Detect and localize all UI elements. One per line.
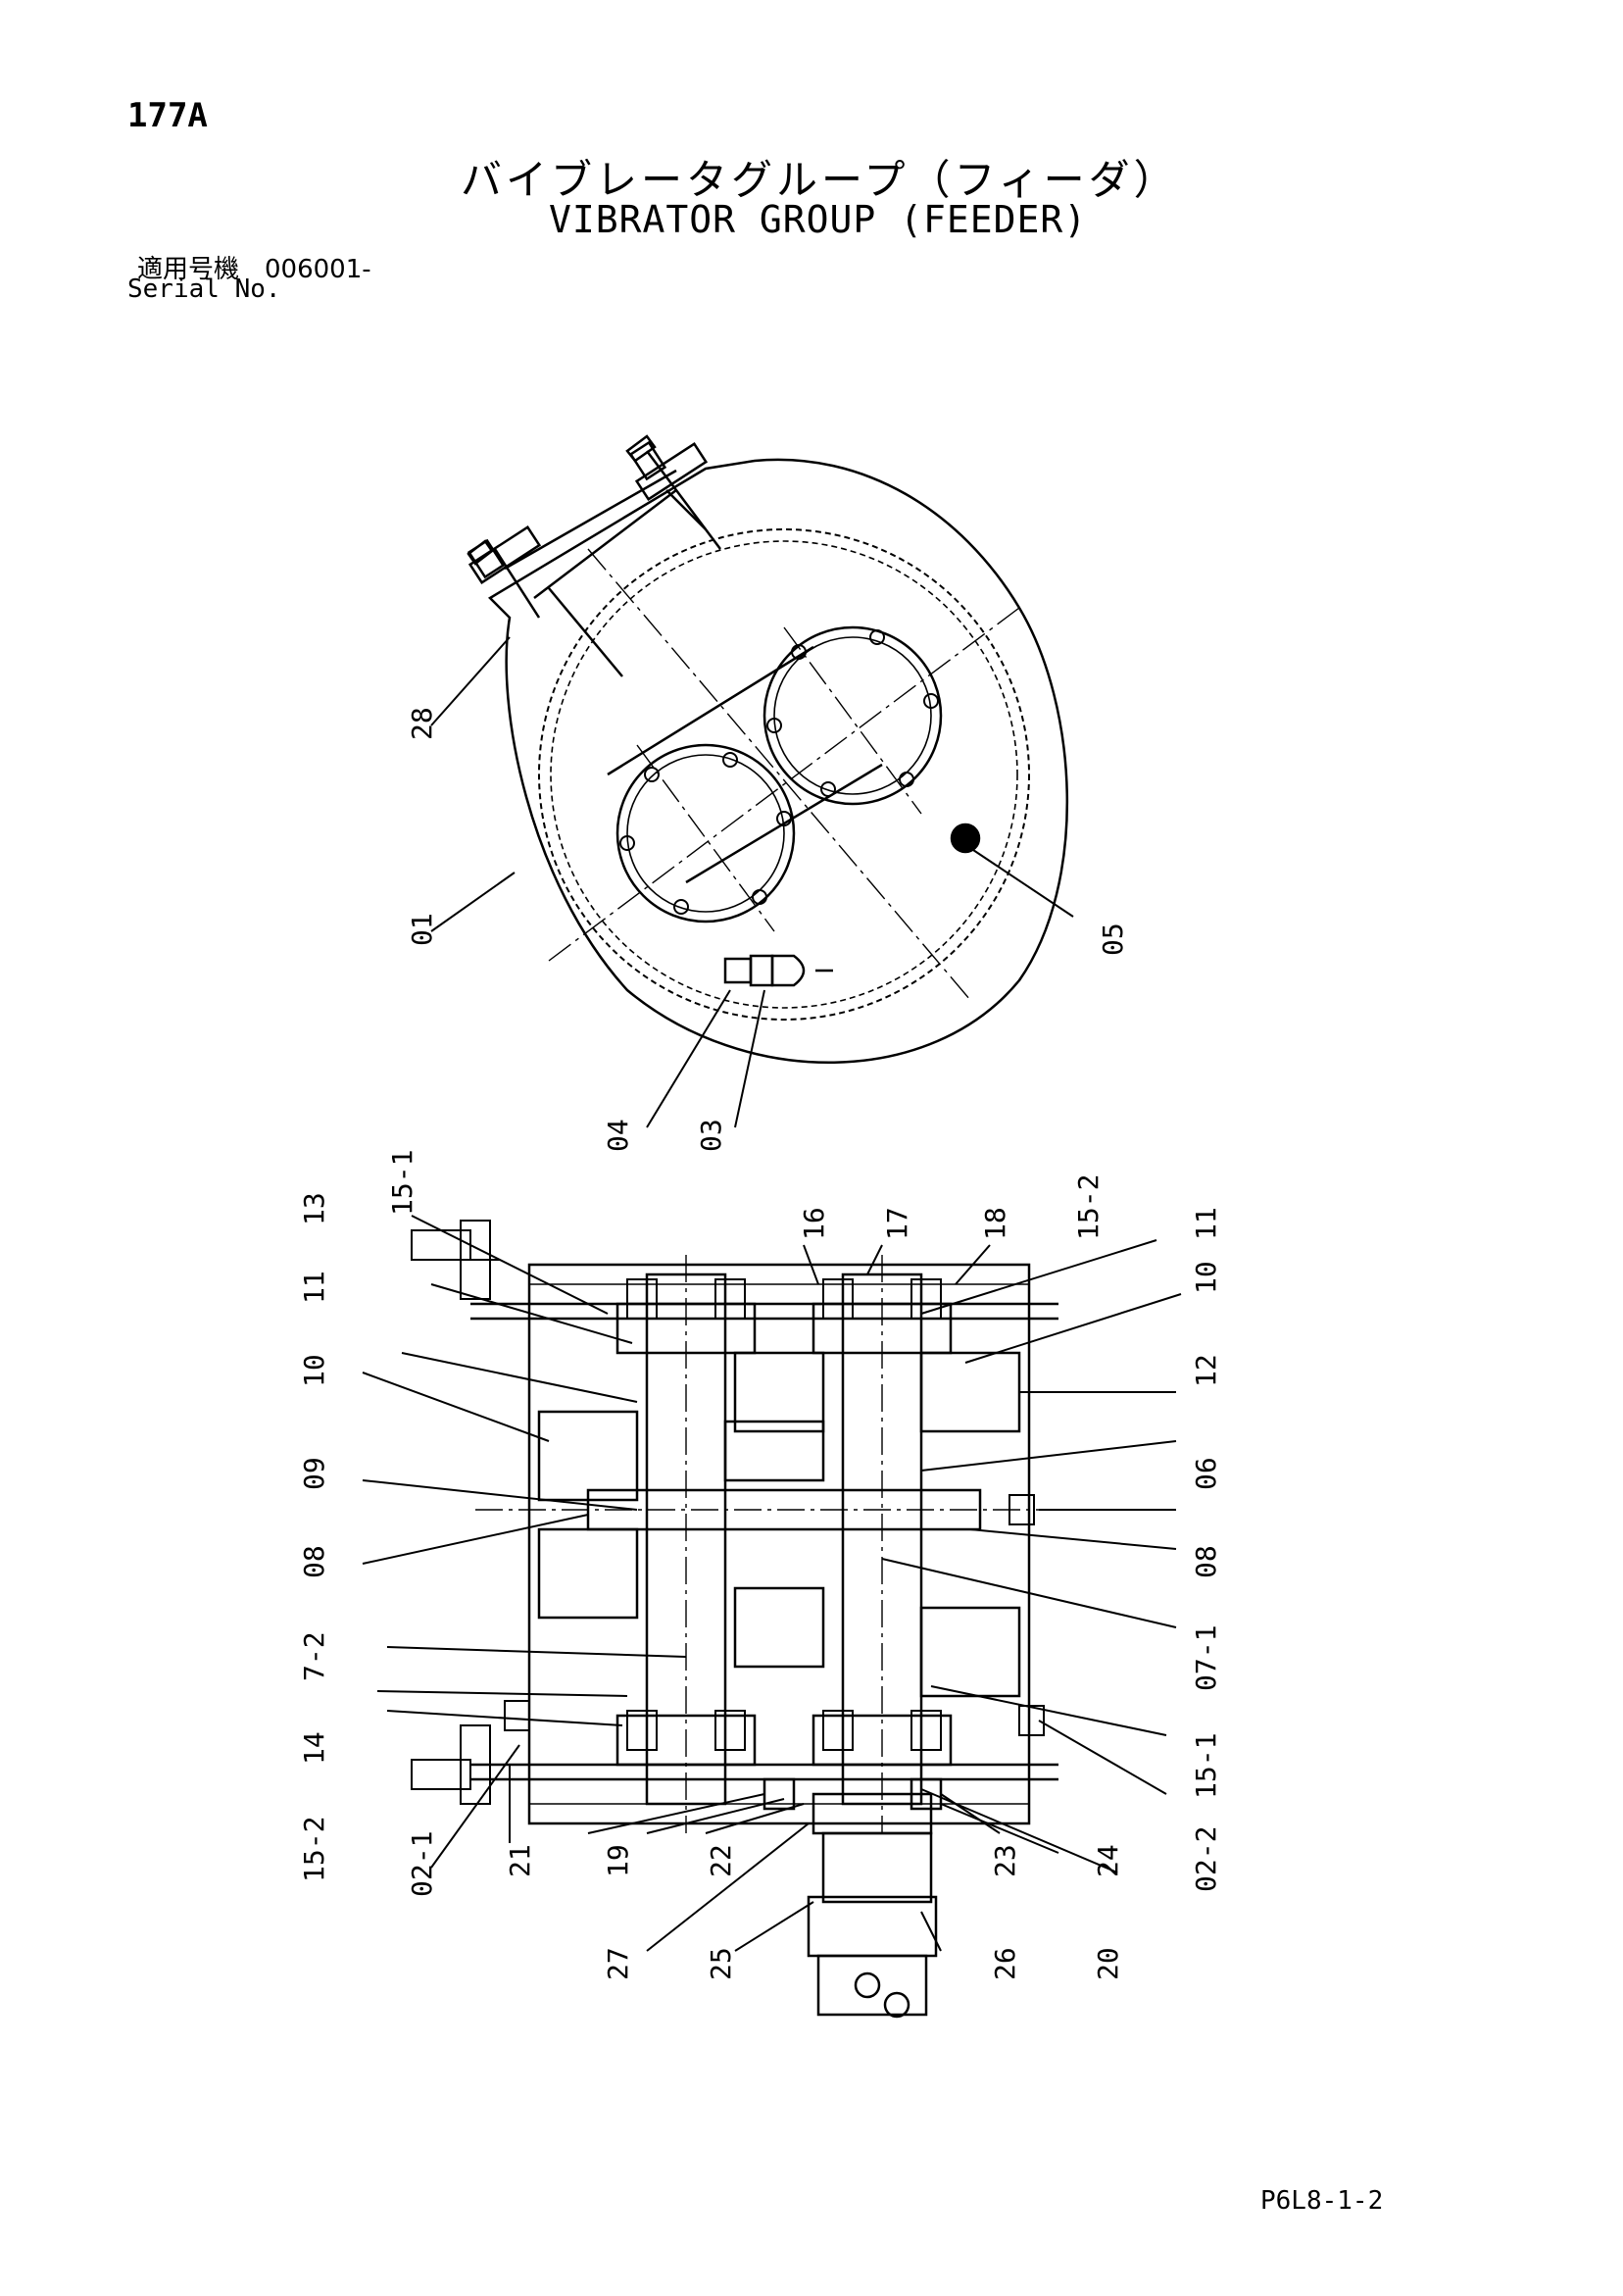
callout-19: 19	[602, 1844, 634, 1877]
callout-11-top: 11	[1190, 1207, 1222, 1240]
callout-7-2: 7-2	[298, 1631, 330, 1681]
breather-assembly	[723, 954, 833, 987]
callout-03: 03	[695, 1119, 727, 1152]
callout-21: 21	[504, 1844, 536, 1877]
callout-04: 04	[602, 1119, 634, 1152]
callout-26: 26	[989, 1947, 1021, 1980]
callout-labels: 28 01 05 04 03 15-1 16 17 18 15-2 11 13 …	[298, 707, 1222, 1980]
bearing-cover-left	[615, 743, 796, 923]
callout-06: 06	[1190, 1457, 1222, 1490]
callout-10-right: 10	[1190, 1261, 1222, 1294]
callout-01: 01	[406, 913, 438, 946]
title-japanese: バイブレータグループ（フィーダ）	[461, 156, 1179, 204]
callout-18: 18	[979, 1207, 1011, 1240]
housing-outline	[487, 458, 1069, 1065]
callout-12: 12	[1190, 1354, 1222, 1387]
top-view	[430, 434, 1074, 1128]
callout-14: 14	[298, 1731, 330, 1765]
callout-28: 28	[406, 707, 438, 740]
shaft-left	[615, 1255, 757, 1833]
callout-17: 17	[881, 1207, 913, 1240]
callout-24: 24	[1092, 1844, 1124, 1877]
callout-27: 27	[602, 1947, 634, 1980]
title-english: VIBRATOR GROUP (FEEDER)	[549, 198, 1088, 241]
callout-25: 25	[705, 1947, 737, 1980]
section-view	[362, 1215, 1182, 2019]
callout-15-2-top: 15-2	[1072, 1174, 1105, 1240]
callout-16: 16	[798, 1207, 830, 1240]
callout-13: 13	[298, 1192, 330, 1225]
callout-20: 20	[1092, 1947, 1124, 1980]
oil-plug-05	[950, 823, 981, 854]
callout-09: 09	[298, 1457, 330, 1490]
footer-code: P6L8-1-2	[1260, 2186, 1384, 2216]
callout-15-1-top: 15-1	[386, 1150, 418, 1216]
callout-22: 22	[705, 1844, 737, 1877]
callout-15-2-left: 15-2	[298, 1817, 330, 1882]
callout-05: 05	[1097, 923, 1129, 956]
callout-08-right: 08	[1190, 1545, 1222, 1578]
mounting-bracket-28	[467, 434, 721, 677]
callout-10-left: 10	[298, 1354, 330, 1387]
callout-08-left: 08	[298, 1545, 330, 1578]
hydraulic-motor	[762, 1777, 943, 2019]
serial-label-japanese: 適用号機 006001-	[137, 255, 371, 284]
callout-11-left: 11	[298, 1271, 330, 1304]
weight-right-lower	[919, 1606, 1021, 1698]
callout-07-1: 07-1	[1190, 1625, 1222, 1691]
weight-left-lower	[537, 1527, 639, 1620]
page-number: 177A	[127, 96, 208, 135]
housing-frame	[527, 1263, 1031, 1825]
shaft-right	[812, 1255, 953, 1833]
callout-02-2: 02-2	[1190, 1826, 1222, 1892]
serial-label-english: Serial No.	[127, 275, 281, 304]
callout-15-1-right: 15-1	[1190, 1733, 1222, 1799]
callout-02-1: 02-1	[406, 1831, 438, 1897]
weight-left-upper	[537, 1410, 639, 1502]
callout-23: 23	[989, 1844, 1021, 1877]
weight-right-upper	[919, 1351, 1021, 1433]
bearing-cover-right	[762, 625, 943, 806]
inner-dashed-circle	[538, 528, 1030, 1021]
